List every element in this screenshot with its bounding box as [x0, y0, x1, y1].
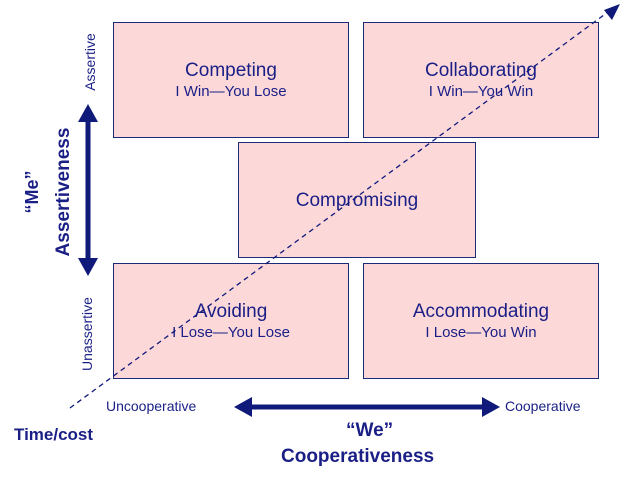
diagonal-arrowhead-icon: [604, 4, 620, 20]
cooperativeness-title: Cooperativeness: [281, 446, 435, 467]
competing-subtitle: I Win—You Lose: [175, 83, 287, 100]
uncooperative-label: Uncooperative: [106, 398, 197, 414]
me-label: “Me”: [22, 170, 42, 214]
accommodating-title: Accommodating: [412, 301, 550, 322]
assertiveness-title: Assertiveness: [53, 127, 74, 257]
time-cost-label: Time/cost: [14, 425, 94, 444]
collaborating-subtitle: I Win—You Win: [428, 83, 534, 100]
competing-box: Competing I Win—You Lose: [113, 22, 349, 138]
unassertive-label: Unassertive: [79, 297, 95, 371]
avoiding-subtitle: I Lose—You Lose: [172, 324, 290, 341]
competing-title: Competing: [185, 60, 277, 81]
accommodating-box: Accommodating I Lose—You Win: [363, 263, 599, 379]
compromising-box: Compromising: [238, 142, 476, 258]
collaborating-title: Collaborating: [425, 60, 537, 81]
assertive-label: Assertive: [82, 33, 98, 91]
left-arrowhead-icon: [234, 397, 252, 417]
accommodating-subtitle: I Lose—You Win: [425, 324, 537, 341]
cooperative-label: Cooperative: [505, 398, 581, 414]
right-arrowhead-icon: [482, 397, 500, 417]
down-arrowhead-icon: [78, 258, 98, 276]
time-cost-diagonal: [69, 11, 609, 409]
compromising-title: Compromising: [295, 189, 419, 211]
avoiding-box: Avoiding I Lose—You Lose: [113, 263, 349, 379]
we-label: “We”: [346, 420, 394, 441]
collaborating-box: Collaborating I Win—You Win: [363, 22, 599, 138]
avoiding-title: Avoiding: [194, 301, 268, 322]
up-arrowhead-icon: [78, 104, 98, 122]
